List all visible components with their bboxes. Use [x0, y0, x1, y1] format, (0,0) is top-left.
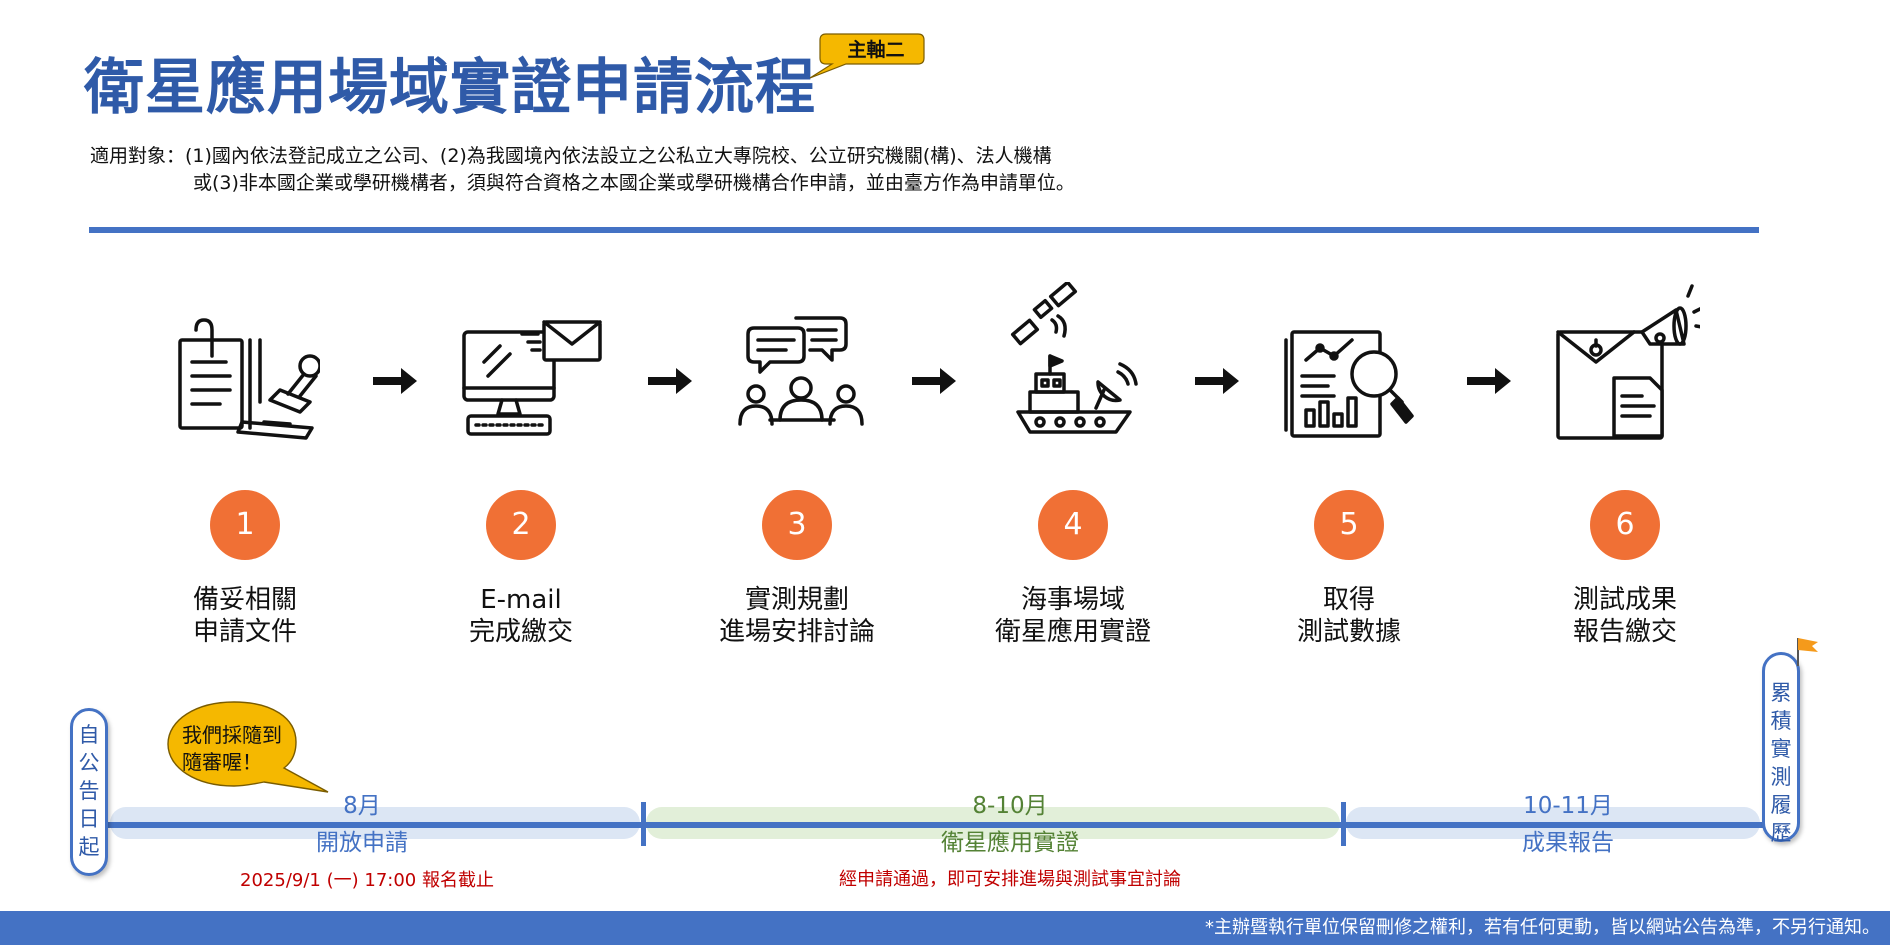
- step-label-5: 取得測試數據: [1239, 584, 1459, 648]
- step-label-line: E-mail: [480, 585, 562, 615]
- step-label-1: 備妥相關申請文件: [135, 584, 355, 648]
- period-name-1: 開放申請: [316, 830, 408, 856]
- start-label-char: 起: [78, 835, 100, 859]
- step-number-3: 3: [762, 490, 832, 560]
- computer-email-icon: [462, 320, 602, 436]
- bubble-line: 隨審喔！: [182, 750, 262, 774]
- step-number-2: 2: [486, 490, 556, 560]
- deadline-note: 2025/9/1 (一) 17:00 報名截止: [240, 870, 494, 891]
- step-label-line: 申請文件: [192, 617, 297, 647]
- timeline-start-pill: 自公告日起: [70, 708, 108, 876]
- bubble-line: 我們採隨到: [182, 723, 282, 747]
- timeline-tick: [641, 802, 646, 846]
- badge-label: 主軸二: [847, 39, 905, 61]
- end-label-char: 積: [1770, 709, 1792, 733]
- approval-note: 經申請通過，即可安排進場與測試事宜討論: [839, 869, 1181, 890]
- step-label-line: 測試成果: [1572, 585, 1677, 615]
- timeline-tick: [1341, 802, 1346, 846]
- meeting-discussion-icon: [738, 316, 864, 426]
- rolling-review-bubble: 我們採隨到 隨審喔！: [164, 698, 334, 798]
- step-label-6: 測試成果報告繳交: [1515, 584, 1735, 648]
- step-number-6: 6: [1590, 490, 1660, 560]
- timeline-end-pill: 累積實測履歷: [1762, 652, 1800, 845]
- step-number-4: 4: [1038, 490, 1108, 560]
- period-month-1: 8月: [343, 793, 381, 819]
- step-label-3: 實測規劃進場安排討論: [687, 584, 907, 648]
- flag-icon: [1797, 638, 1818, 666]
- speech-bubble-shape: [167, 701, 329, 793]
- period-name-3: 成果報告: [1522, 830, 1614, 856]
- start-label-char: 日: [78, 807, 100, 831]
- start-label-char: 自: [78, 723, 100, 747]
- step-number-5: 5: [1314, 490, 1384, 560]
- header-divider: [89, 227, 1759, 233]
- arrow-right-icon: [912, 368, 956, 394]
- arrow-right-icon: [1195, 368, 1239, 394]
- theme-badge: 主軸二: [806, 32, 926, 82]
- step-label-line: 實測規劃: [744, 585, 849, 615]
- document-stamp-icon: [178, 318, 320, 440]
- disclaimer-text: *主辦暨執行單位保留刪修之權利，若有任何更動，皆以網站公告為準，不另行通知。: [1205, 917, 1880, 938]
- end-label-char: 實: [1770, 737, 1792, 761]
- step-label-line: 報告繳交: [1572, 617, 1677, 647]
- bubble-text: 我們採隨到 隨審喔！: [182, 722, 282, 776]
- footer-bar: *主辦暨執行單位保留刪修之權利，若有任何更動，皆以網站公告為準，不另行通知。: [0, 911, 1890, 945]
- end-label-char: 履: [1770, 793, 1792, 817]
- start-label-char: 告: [78, 779, 100, 803]
- period-name-2: 衛星應用實證: [941, 830, 1079, 856]
- arrow-right-icon: [648, 368, 692, 394]
- period-month-2: 8-10月: [972, 793, 1048, 819]
- eligibility-text: 適用對象：(1)國內依法登記成立之公司、(2)為我國境內依法設立之公私立大專院校…: [90, 143, 1075, 197]
- step-label-line: 備妥相關: [192, 585, 297, 615]
- arrow-right-icon: [373, 368, 417, 394]
- satellite-ship-icon: [1010, 282, 1138, 434]
- timeline-axis: [108, 822, 1763, 828]
- end-label-char: 測: [1770, 765, 1792, 789]
- period-month-3: 10-11月: [1523, 793, 1613, 819]
- arrow-right-icon: [1467, 368, 1511, 394]
- step-label-4: 海事場域衛星應用實證: [963, 584, 1183, 648]
- eligibility-line-2: 或(3)非本國企業或學研機構者，須與符合資格之本國企業或學研機構合作申請，並由臺…: [193, 172, 1075, 194]
- eligibility-line-1: 適用對象：(1)國內依法登記成立之公司、(2)為我國境內依法設立之公私立大專院校…: [90, 145, 1052, 167]
- start-label-char: 公: [78, 751, 100, 775]
- step-label-line: 衛星應用實證: [994, 617, 1151, 647]
- badge-callout-shape: [809, 33, 925, 79]
- page-title: 衛星應用場域實證申請流程: [84, 53, 816, 123]
- step-label-line: 完成繳交: [468, 617, 573, 647]
- step-label-line: 進場安排討論: [718, 617, 875, 647]
- step-label-line: 海事場域: [1020, 585, 1125, 615]
- data-report-magnifier-icon: [1284, 330, 1414, 438]
- step-number-1: 1: [210, 490, 280, 560]
- envelope-megaphone-icon: [1556, 284, 1700, 440]
- step-label-line: 取得: [1322, 585, 1375, 615]
- end-label-char: 累: [1770, 681, 1792, 705]
- step-label-line: 測試數據: [1296, 617, 1401, 647]
- end-label-char: 歷: [1770, 821, 1792, 845]
